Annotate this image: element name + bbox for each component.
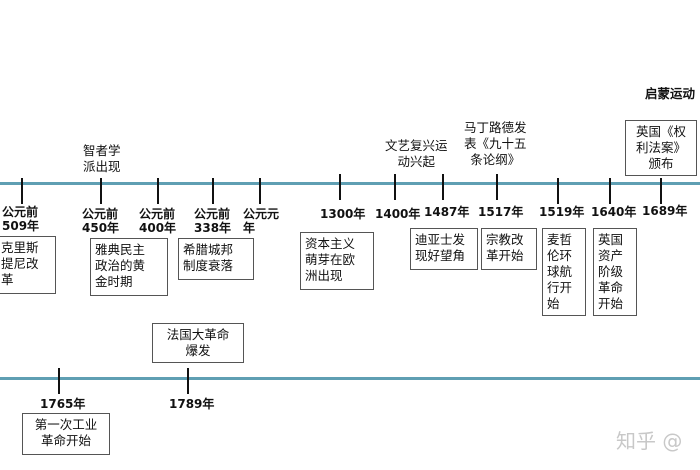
tick-1640: [609, 178, 611, 204]
note-sophists: 智者学派出现: [83, 143, 121, 174]
tick-1400: [394, 174, 396, 200]
tick-509bc: [21, 178, 23, 204]
date-1789: 1789年: [169, 397, 215, 411]
box-bill-of-rights: 英国《权利法案》颁布: [625, 120, 697, 176]
box-reformation: 宗教改革开始: [481, 228, 537, 270]
box-industrial-revolution: 第一次工业革命开始: [22, 413, 110, 455]
upper-timeline-axis: [0, 182, 700, 185]
note-luther: 马丁路德发表《九十五条论纲》: [464, 120, 527, 167]
date-1400: 1400年: [375, 207, 421, 221]
tick-1517: [496, 174, 498, 200]
tick-338bc: [212, 178, 214, 204]
tick-1300: [339, 174, 341, 200]
date-year-zero: 公元元年: [243, 207, 280, 235]
tick-1689: [660, 178, 662, 204]
box-capitalism: 资本主义萌芽在欧洲出现: [300, 232, 374, 290]
tick-year-zero: [259, 178, 261, 204]
enlightenment-heading: 启蒙运动: [645, 86, 696, 101]
date-1640: 1640年: [591, 205, 637, 219]
date-1519: 1519年: [539, 205, 585, 219]
date-1765: 1765年: [40, 397, 86, 411]
box-french-revolution: 法国大革命爆发: [152, 323, 244, 363]
tick-450bc: [100, 178, 102, 204]
date-1487: 1487年: [424, 205, 470, 219]
date-1300: 1300年: [320, 207, 366, 221]
box-dias: 迪亚士发现好望角: [410, 228, 478, 270]
date-1517: 1517年: [478, 205, 524, 219]
tick-1487: [442, 174, 444, 200]
box-athens-democracy: 雅典民主政治的黄金时期: [90, 238, 168, 296]
note-renaissance: 文艺复兴运动兴起: [385, 138, 448, 169]
box-cleisthenes: 克里斯提尼改革: [0, 236, 56, 294]
box-magellan: 麦哲伦环球航行开始: [542, 228, 586, 316]
date-1689: 1689年: [642, 204, 688, 218]
tick-1765: [58, 368, 60, 394]
tick-1789: [187, 368, 189, 394]
tick-400bc: [157, 178, 159, 204]
box-citystate-decline: 希腊城邦制度衰落: [178, 238, 254, 280]
box-english-revolution: 英国资产阶级革命开始: [593, 228, 637, 316]
tick-1519: [557, 178, 559, 204]
zhihu-watermark: 知乎 @: [616, 429, 683, 453]
lower-timeline-axis: [0, 377, 700, 380]
